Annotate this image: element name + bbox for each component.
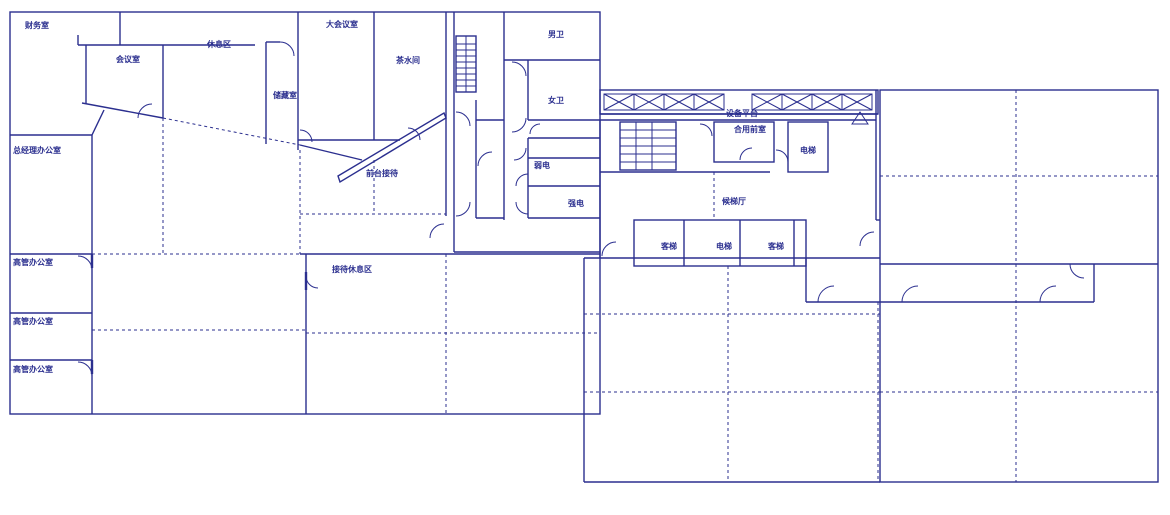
room-label-elevator-top: 电梯 (800, 145, 816, 155)
equipment-units-left (603, 93, 725, 111)
room-label-shared-anteroom: 合用前室 (733, 124, 766, 134)
west-wing-walls (9, 11, 601, 415)
room-label-elevator-hall: 候梯厅 (722, 196, 746, 206)
room-label-large-meeting: 大会议室 (326, 19, 358, 29)
room-label-passenger-lift-1: 客梯 (660, 241, 677, 251)
room-label-exec-office-3: 高管办公室 (13, 364, 53, 374)
room-label-meeting: 会议室 (116, 54, 140, 64)
room-label-men-wc: 男卫 (548, 30, 564, 39)
room-label-finance: 财务室 (24, 20, 49, 30)
room-label-exec-office-1: 高管办公室 (13, 257, 53, 267)
east-wing-walls (583, 89, 1159, 483)
room-label-elevator-mid: 电梯 (716, 241, 732, 251)
room-label-women-wc: 女卫 (548, 95, 564, 105)
room-label-tea-room: 茶水间 (395, 55, 420, 65)
doors-west (77, 41, 541, 377)
doors-east (817, 263, 1085, 303)
room-label-equipment-platform: 设备平台 (726, 108, 758, 118)
stair-west (456, 36, 476, 92)
stair-middle (620, 122, 676, 170)
room-label-exec-office-2: 高管办公室 (13, 316, 53, 326)
room-label-gm-office: 总经理办公室 (13, 145, 61, 155)
room-label-reception: 前台接待 (366, 168, 398, 178)
room-label-strong-current: 强电 (568, 198, 584, 208)
equipment-units-right (751, 93, 873, 111)
east-grid (584, 90, 1158, 482)
room-label-reception-lounge: 接待休息区 (332, 264, 372, 274)
room-label-weak-current: 弱电 (534, 160, 550, 170)
room-label-passenger-lift-2: 客梯 (767, 241, 784, 251)
room-label-storage: 储藏室 (272, 90, 297, 100)
middle-core-walls (599, 90, 877, 258)
equipment-platform (599, 89, 879, 125)
room-label-lounge: 休息区 (206, 39, 231, 49)
doors-middle (601, 123, 875, 257)
door-leaves-west (90, 254, 308, 374)
